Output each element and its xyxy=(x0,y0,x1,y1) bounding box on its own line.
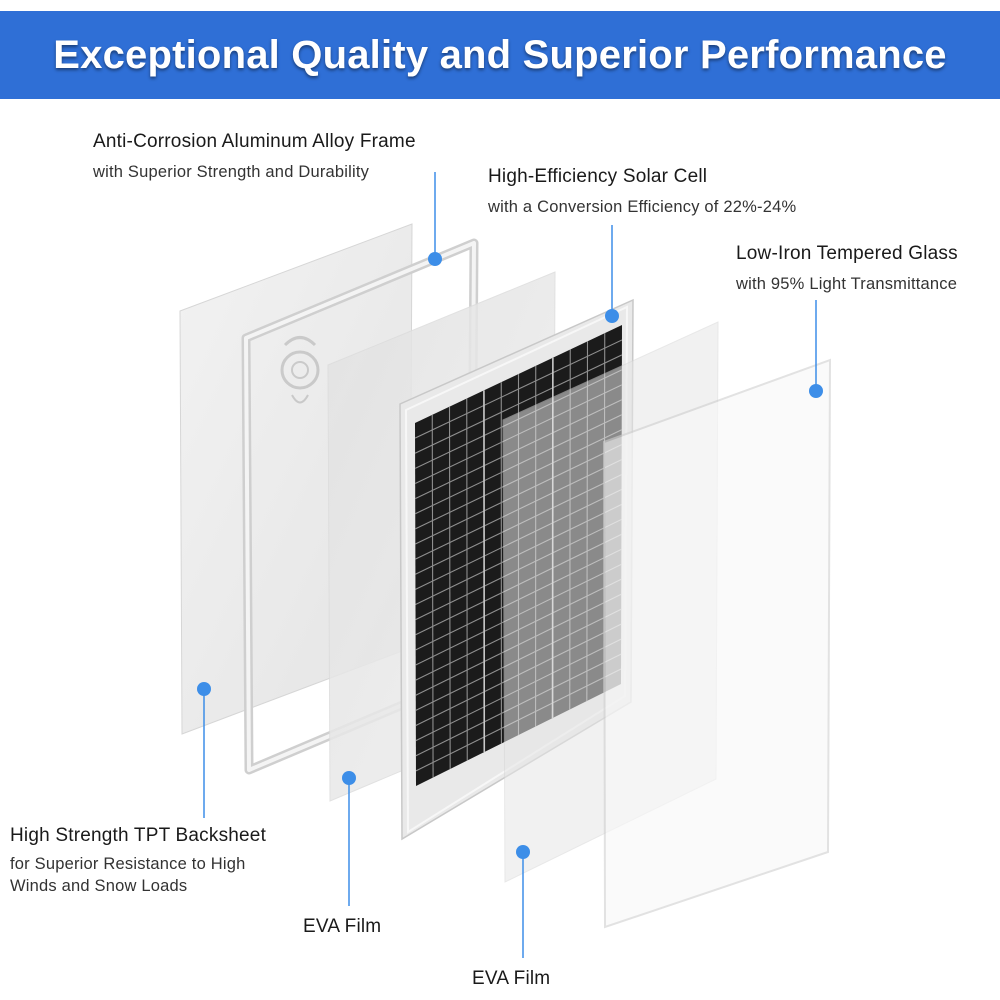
title-banner: Exceptional Quality and Superior Perform… xyxy=(0,11,1000,99)
backsheet-title: High Strength TPT Backsheet xyxy=(10,825,267,846)
backsheet-pointer-dot xyxy=(197,682,211,696)
glass-subtitle: with 95% Light Transmittance xyxy=(736,275,958,293)
cell-subtitle: with a Conversion Efficiency of 22%-24% xyxy=(488,198,797,216)
cell-grid-line xyxy=(415,354,622,454)
eva-front-label: EVA Film xyxy=(472,968,550,990)
glass-label: Low-Iron Tempered Glass with 95% Light T… xyxy=(736,243,958,295)
cell-pointer-dot xyxy=(605,309,619,323)
glass-pointer-dot xyxy=(809,384,823,398)
eva-back-title: EVA Film xyxy=(303,916,382,937)
backsheet-subtitle-line2: Winds and Snow Loads xyxy=(10,877,188,895)
pointer-dots xyxy=(197,252,823,859)
eva-back-label: EVA Film xyxy=(303,916,381,938)
cell-grid-line xyxy=(415,339,622,439)
eva-front-pointer-dot xyxy=(516,845,530,859)
frame-subtitle: with Superior Strength and Durability xyxy=(93,163,370,181)
tempered-glass xyxy=(602,358,832,929)
backsheet-label: High Strength TPT Backsheet for Superior… xyxy=(10,825,266,897)
cell-label: High-Efficiency Solar Cell with a Conver… xyxy=(488,166,796,218)
junction-box-icon xyxy=(280,336,320,404)
pointer-lines xyxy=(203,172,817,958)
page-title: Exceptional Quality and Superior Perform… xyxy=(53,32,947,77)
frame-title: Anti-Corrosion Aluminum Alloy Frame xyxy=(93,131,416,152)
eva-back-pointer-dot xyxy=(342,771,356,785)
frame-label: Anti-Corrosion Aluminum Alloy Frame with… xyxy=(93,131,416,183)
glass-title: Low-Iron Tempered Glass xyxy=(736,243,958,264)
backsheet-subtitle-line1: for Superior Resistance to High xyxy=(10,855,246,873)
frame-pointer-dot xyxy=(428,252,442,266)
cell-title: High-Efficiency Solar Cell xyxy=(488,166,708,187)
eva-front-title: EVA Film xyxy=(472,968,551,989)
